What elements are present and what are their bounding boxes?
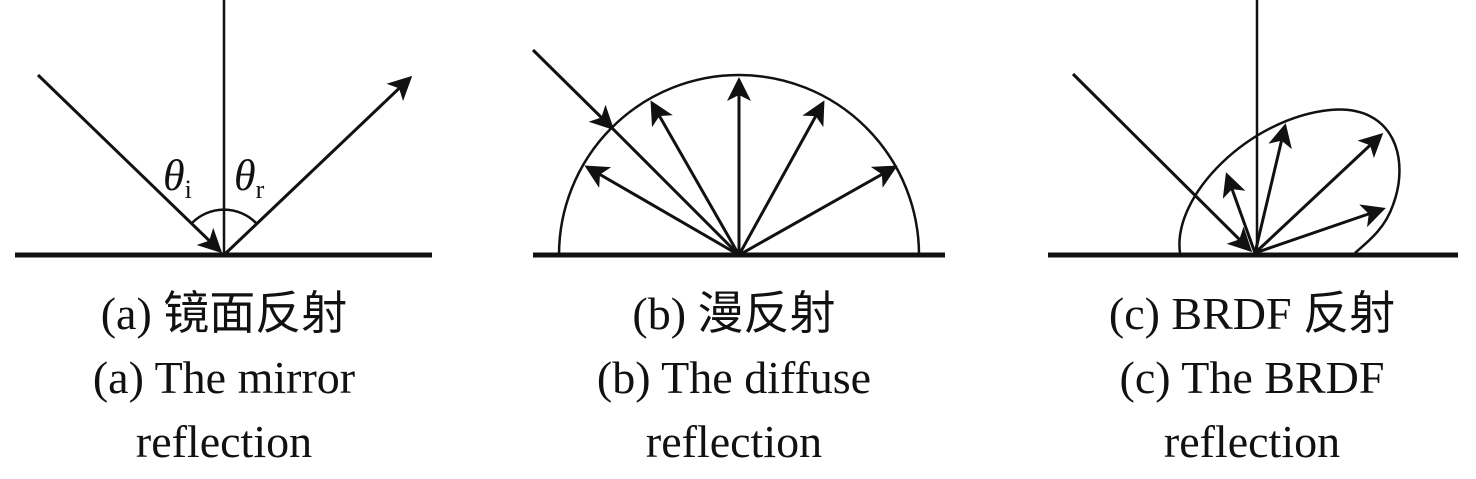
reflected-angle-label: θr [234, 151, 265, 204]
scattered-ray [1253, 132, 1384, 255]
brdf-lobe [1178, 108, 1401, 254]
caption-en-line1: (c) The BRDF [1119, 352, 1385, 403]
caption-en-line1: (a) The mirror [92, 352, 356, 403]
scattered-ray [1254, 204, 1386, 255]
hemisphere [557, 73, 921, 256]
caption-zh: (b) 漫反射 [632, 288, 836, 339]
caption-c: (c) BRDF 反射 (c) The BRDF reflection [1012, 282, 1476, 474]
scattered-ray [584, 165, 740, 257]
brdf-reflection-diagram [1048, 0, 1458, 258]
caption-en-line2: reflection [1163, 416, 1341, 467]
caption-en-line2: reflection [135, 416, 313, 467]
caption-b: (b) 漫反射 (b) The diffuse reflection [494, 282, 974, 474]
scattered-ray [650, 100, 741, 256]
reflected-ray [224, 75, 413, 255]
scattered-ray [737, 100, 825, 256]
caption-en-line1: (b) The diffuse [596, 352, 872, 403]
caption-zh: (a) 镜面反射 [100, 288, 348, 339]
angle-arc [191, 208, 257, 224]
incident-ray [531, 48, 615, 131]
caption-zh: (c) BRDF 反射 [1108, 288, 1396, 339]
incident-ray [1071, 72, 1253, 253]
scattered-ray [1253, 123, 1292, 254]
incident-ray [36, 73, 223, 254]
caption-en-line2: reflection [645, 416, 823, 467]
caption-a: (a) 镜面反射 (a) The mirror reflection [0, 282, 464, 474]
scattered-ray [1222, 172, 1257, 254]
mirror-reflection-diagram [15, 0, 432, 258]
scattered-ray [738, 165, 898, 257]
incident-angle-label: θi [163, 151, 192, 204]
diffuse-reflection-diagram [531, 48, 945, 258]
